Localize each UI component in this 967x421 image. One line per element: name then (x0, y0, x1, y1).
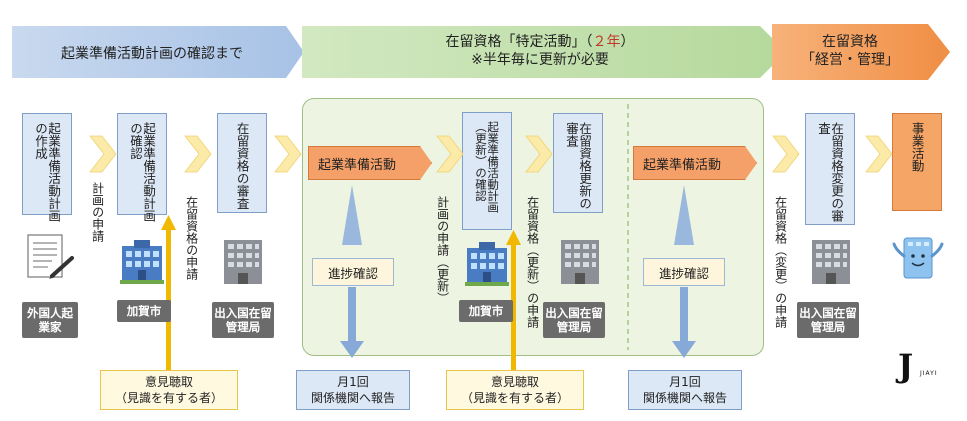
brand-logo: J JIAYI (898, 347, 938, 385)
happy-building-icon (892, 237, 944, 279)
phase1-label: 起業準備活動計画の確認まで (61, 46, 243, 62)
progress-check-1: 進捗確認 (312, 258, 394, 286)
phase2-label: 在留資格「特定活動」（２年） ※半年毎に更新が必要 (445, 34, 635, 69)
label-status-application: 在留資格の申請 (184, 196, 199, 280)
chevron-1 (89, 135, 117, 173)
immigration-building-icon (224, 240, 262, 284)
step-status-review: 在留資格の審査 (217, 113, 267, 213)
step-change-review: 在留資格変更の審査 (805, 113, 855, 225)
step-plan-creation: 起業準備活動計画の作成 (22, 113, 72, 222)
label-status-application-renewal: 在留資格（更新）の申請 (525, 196, 540, 328)
report-box-2: 月1回関係機関へ報告 (628, 370, 742, 410)
phase3-arrow (772, 24, 950, 80)
activity1-arrow: 起業準備活動 (308, 146, 432, 180)
step-plan-confirm: 起業準備活動計画の確認 (117, 113, 167, 222)
actor-immigration: 出入国在留管理局 (543, 302, 605, 338)
immigration-building-icon (561, 240, 599, 284)
step-renewal-review: 在留資格更新の審査 (553, 113, 603, 213)
opinion-arrow-head-1 (161, 215, 176, 230)
phase2-years: ２年 (592, 34, 621, 50)
actor-kaga-city: 加賀市 (117, 300, 171, 322)
city-hall-icon (465, 242, 509, 286)
opinion-box-1: 意見聴取（見識を有する者） (100, 370, 238, 410)
report-box-1: 月1回関係機関へ報告 (296, 370, 410, 410)
activity2-arrow: 起業準備活動 (633, 146, 757, 180)
chevron-3 (274, 135, 302, 173)
actor-kaga-city: 加賀市 (459, 300, 513, 322)
actor-immigration: 出入国在留管理局 (212, 302, 274, 338)
chevron-2 (184, 135, 212, 173)
label-plan-application: 計画の申請 (90, 182, 105, 242)
chevron-6 (772, 135, 800, 173)
actor-entrepreneur: 外国人起業家 (22, 302, 78, 338)
actor-immigration: 出入国在留管理局 (797, 302, 859, 338)
city-hall-icon (120, 240, 164, 284)
chevron-7 (865, 135, 893, 173)
step-plan-confirm-renewal: 起業準備活動計画（更新）の確認 (462, 112, 512, 230)
phase-banners (12, 24, 950, 80)
document-pen-icon (27, 234, 74, 279)
phase2-arrow (302, 26, 786, 78)
panel-divider (627, 104, 629, 350)
opinion-box-2: 意見聴取（見識を有する者） (446, 370, 584, 410)
phase1-arrow (12, 26, 304, 78)
label-status-application-change: 在留資格（変更）の申請 (773, 196, 788, 328)
step-business: 事業活動 (892, 113, 942, 211)
immigration-building-icon (812, 240, 850, 284)
progress-check-2: 進捗確認 (643, 258, 725, 286)
phase3-label: 在留資格 「経営・管理」 (801, 34, 899, 69)
label-plan-application-renewal: 計画の申請（更新） (435, 196, 450, 304)
